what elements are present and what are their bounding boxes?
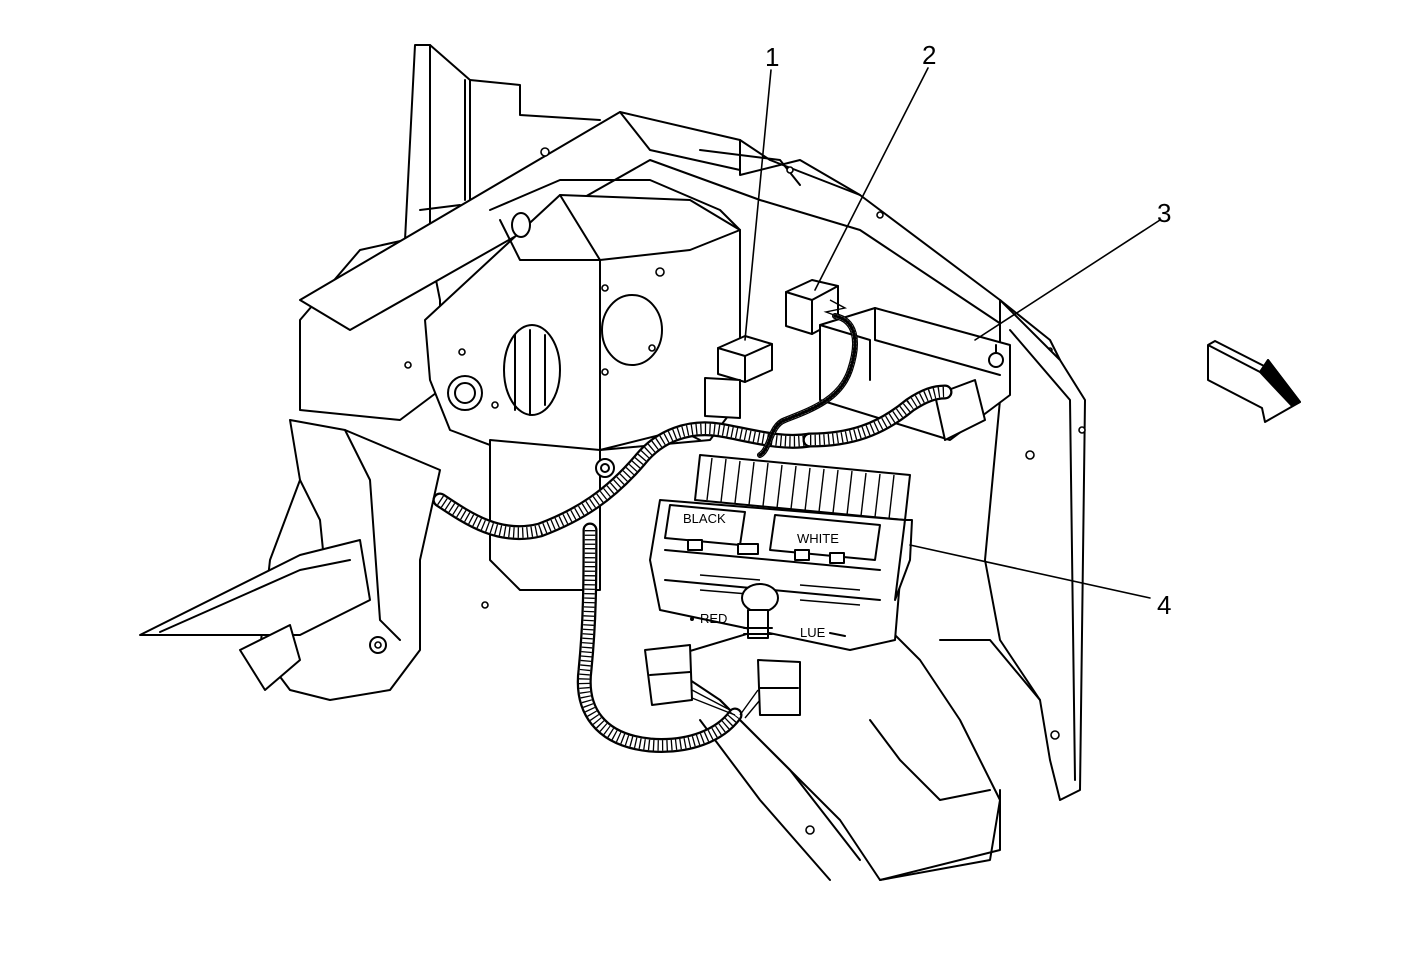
label-red: RED: [700, 611, 727, 626]
wire-harness: [432, 313, 953, 753]
relay-component: [704, 335, 773, 419]
callout-3: 3: [1157, 198, 1171, 228]
callout-1: 1: [765, 42, 779, 72]
label-black: BLACK: [683, 511, 726, 526]
label-blue: LUE: [800, 625, 826, 640]
body-structure: [139, 44, 1086, 881]
callout-2: 2: [922, 40, 936, 70]
main-control-module: BLACK WHITE RED LUE: [644, 454, 913, 719]
arrow-icon: [1207, 339, 1301, 423]
callout-4: 4: [1157, 590, 1171, 620]
callout-leaders: [744, 67, 1161, 599]
control-module-3: [819, 307, 1011, 441]
label-white: WHITE: [797, 531, 839, 546]
